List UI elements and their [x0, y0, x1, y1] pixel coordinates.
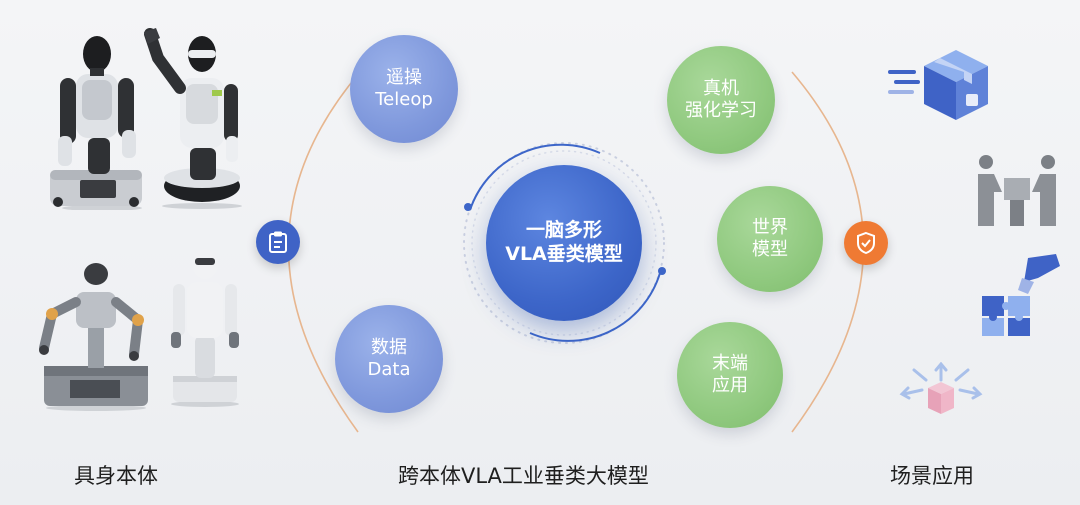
center-line2: VLA垂类模型	[505, 243, 623, 265]
node-world-model-line2: 模型	[752, 239, 788, 260]
node-teleop-line2: Teleop	[375, 89, 433, 110]
node-edge-application: 末端 应用	[677, 322, 783, 428]
footer-label-embodiment: 具身本体	[74, 464, 158, 488]
dotted-ring-inner	[471, 150, 657, 336]
node-rl-line1: 真机	[703, 77, 739, 99]
node-real-robot-rl: 真机 强化学习	[667, 46, 775, 154]
node-world-model: 世界 模型	[717, 186, 823, 292]
robot-humanoid-dark	[50, 36, 142, 210]
footer-label-scenarios: 场景应用	[890, 464, 974, 488]
center-line1: 一脑多形	[525, 219, 602, 242]
shield-check-badge	[844, 221, 888, 265]
node-edge-line2: 应用	[712, 375, 748, 396]
robot-industrial-dual-arm	[39, 263, 148, 411]
shield-check-icon	[857, 231, 875, 255]
robot-humanoid-waving	[144, 28, 242, 209]
box-arrows-icon	[899, 362, 983, 414]
delivery-box-icon	[888, 50, 988, 120]
clipboard-badge	[256, 220, 300, 264]
node-rl-line2: 强化学习	[685, 100, 757, 121]
node-center-vla-model: 一脑多形 VLA垂类模型	[486, 165, 642, 321]
node-edge-line1: 末端	[712, 352, 748, 374]
orbit-arc-bottom	[529, 272, 661, 342]
orbit-arc-top	[469, 143, 601, 211]
node-data-line1: 数据	[371, 336, 407, 358]
node-data-line2: Data	[367, 359, 411, 380]
dotted-ring-outer	[463, 142, 665, 344]
robot-humanoid-white	[171, 249, 239, 407]
puzzle-hand-icon	[982, 254, 1060, 336]
node-teleop: 遥操 Teleop	[350, 35, 458, 143]
node-data: 数据 Data	[335, 305, 443, 413]
clipboard-icon	[269, 231, 287, 253]
node-world-model-line1: 世界	[752, 216, 788, 238]
handover-box-icon	[978, 155, 1056, 226]
orbit-dot-right	[658, 267, 666, 275]
orbit-dot-left	[464, 203, 472, 211]
node-teleop-line1: 遥操	[386, 66, 422, 88]
footer-label-vla-model: 跨本体VLA工业垂类大模型	[398, 464, 649, 488]
